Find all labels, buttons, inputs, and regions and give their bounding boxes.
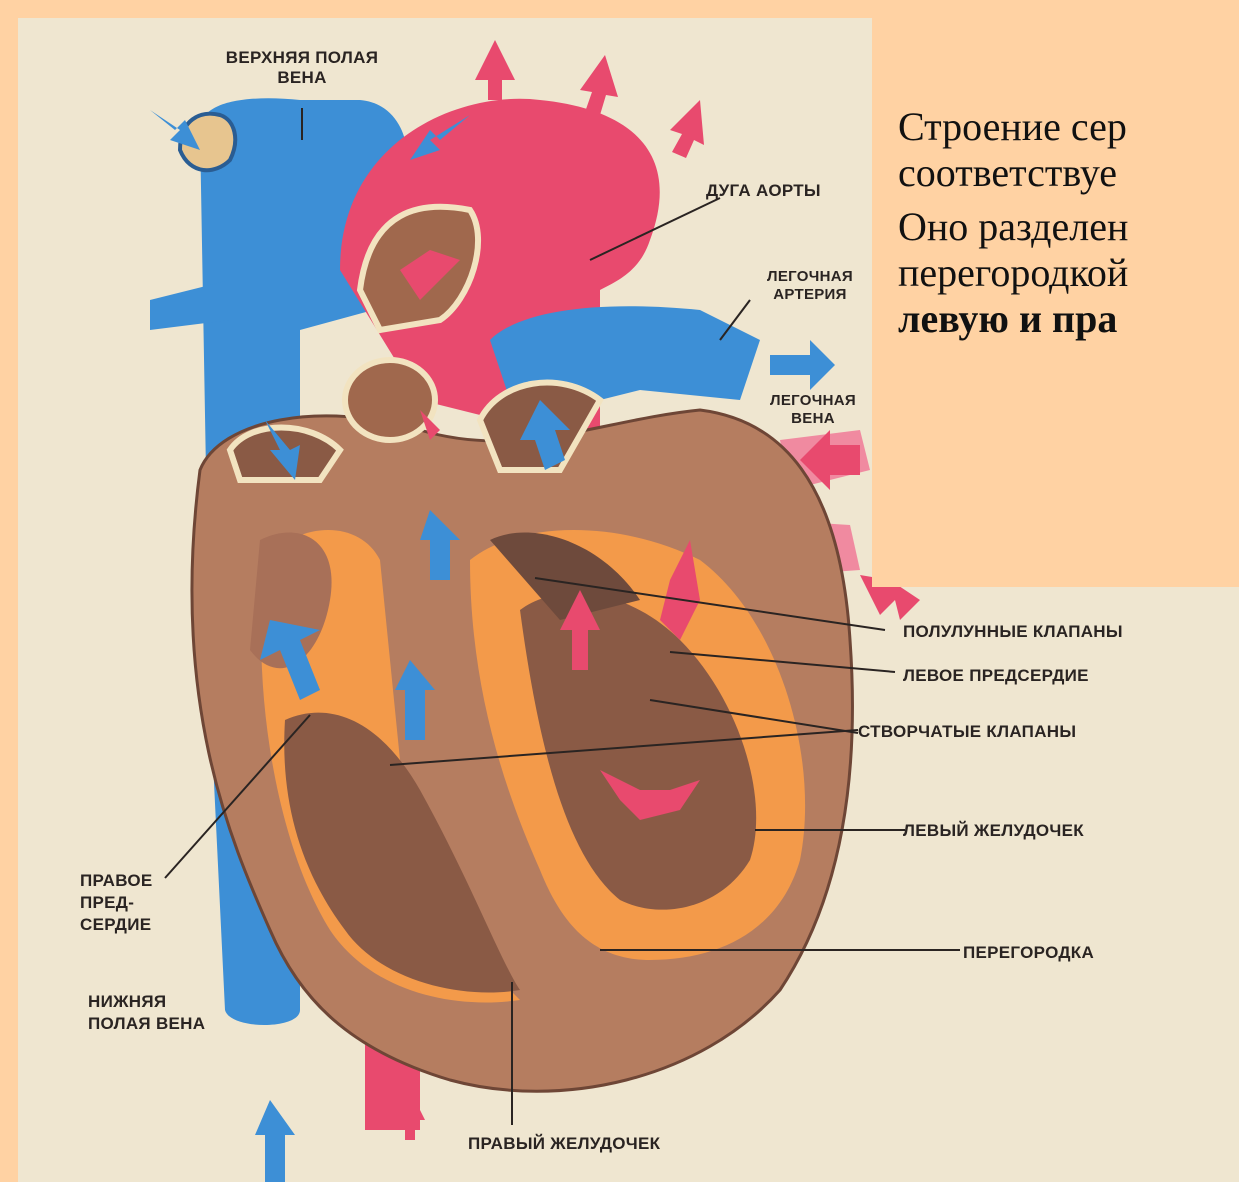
text-line-4: перегородкой (898, 250, 1128, 296)
label-superior-vena-cava: ВЕРХНЯЯ ПОЛАЯ ВЕНА (212, 48, 392, 88)
label-aortic-arch: ДУГА АОРТЫ (706, 181, 821, 201)
text-line-1: Строение сер (898, 104, 1127, 150)
label-pulmonary-vein: ЛЕГОЧНАЯ ВЕНА (748, 392, 878, 428)
label-semilunar-valves: ПОЛУЛУННЫЕ КЛАПАНЫ (903, 622, 1123, 642)
label-right-ventricle: ПРАВЫЙ ЖЕЛУДОЧЕК (468, 1134, 660, 1154)
label-pulmonary-artery: ЛЕГОЧНАЯ АРТЕРИЯ (740, 268, 880, 304)
label-leaflet-valves: СТВОРЧАТЫЕ КЛАПАНЫ (858, 722, 1076, 742)
text-line-3: Оно разделен (898, 204, 1128, 250)
text-line-2: соответствуе (898, 150, 1117, 196)
label-inferior-vena-cava: НИЖНЯЯ ПОЛАЯ ВЕНА (88, 991, 208, 1035)
label-left-atrium: ЛЕВОЕ ПРЕДСЕРДИЕ (903, 666, 1089, 686)
label-septum: ПЕРЕГОРОДКА (963, 943, 1094, 963)
label-right-atrium: ПРАВОЕ ПРЕД- СЕРДИЕ (80, 870, 180, 936)
slide-textbox: Строение сер соответствуе Оно разделен п… (872, 0, 1239, 587)
text-line-5: левую и пра (898, 296, 1117, 342)
label-left-ventricle: ЛЕВЫЙ ЖЕЛУДОЧЕК (903, 821, 1084, 841)
